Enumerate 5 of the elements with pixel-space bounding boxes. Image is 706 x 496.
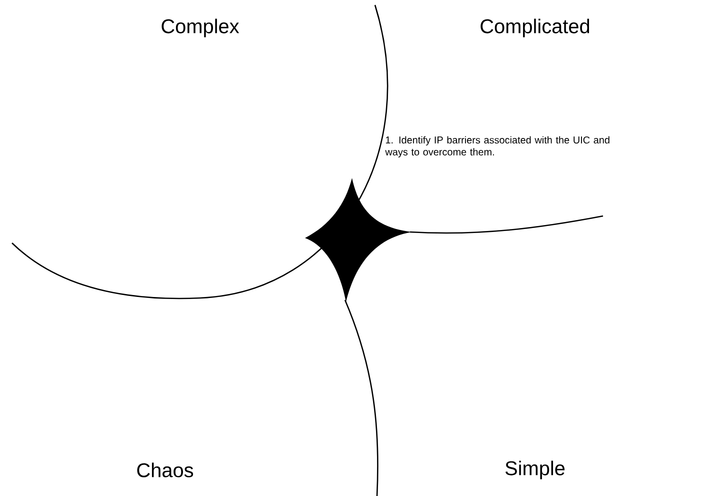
note-text: 1. Identify IP barriers associated with the UIC and ways to overcome them. xyxy=(385,136,610,158)
quadrant-title: Simple xyxy=(505,460,565,480)
quadrant-title: Chaos xyxy=(137,462,194,478)
quadrant-title: Complex xyxy=(162,18,240,38)
quadrant-title: Complicated xyxy=(480,18,590,38)
